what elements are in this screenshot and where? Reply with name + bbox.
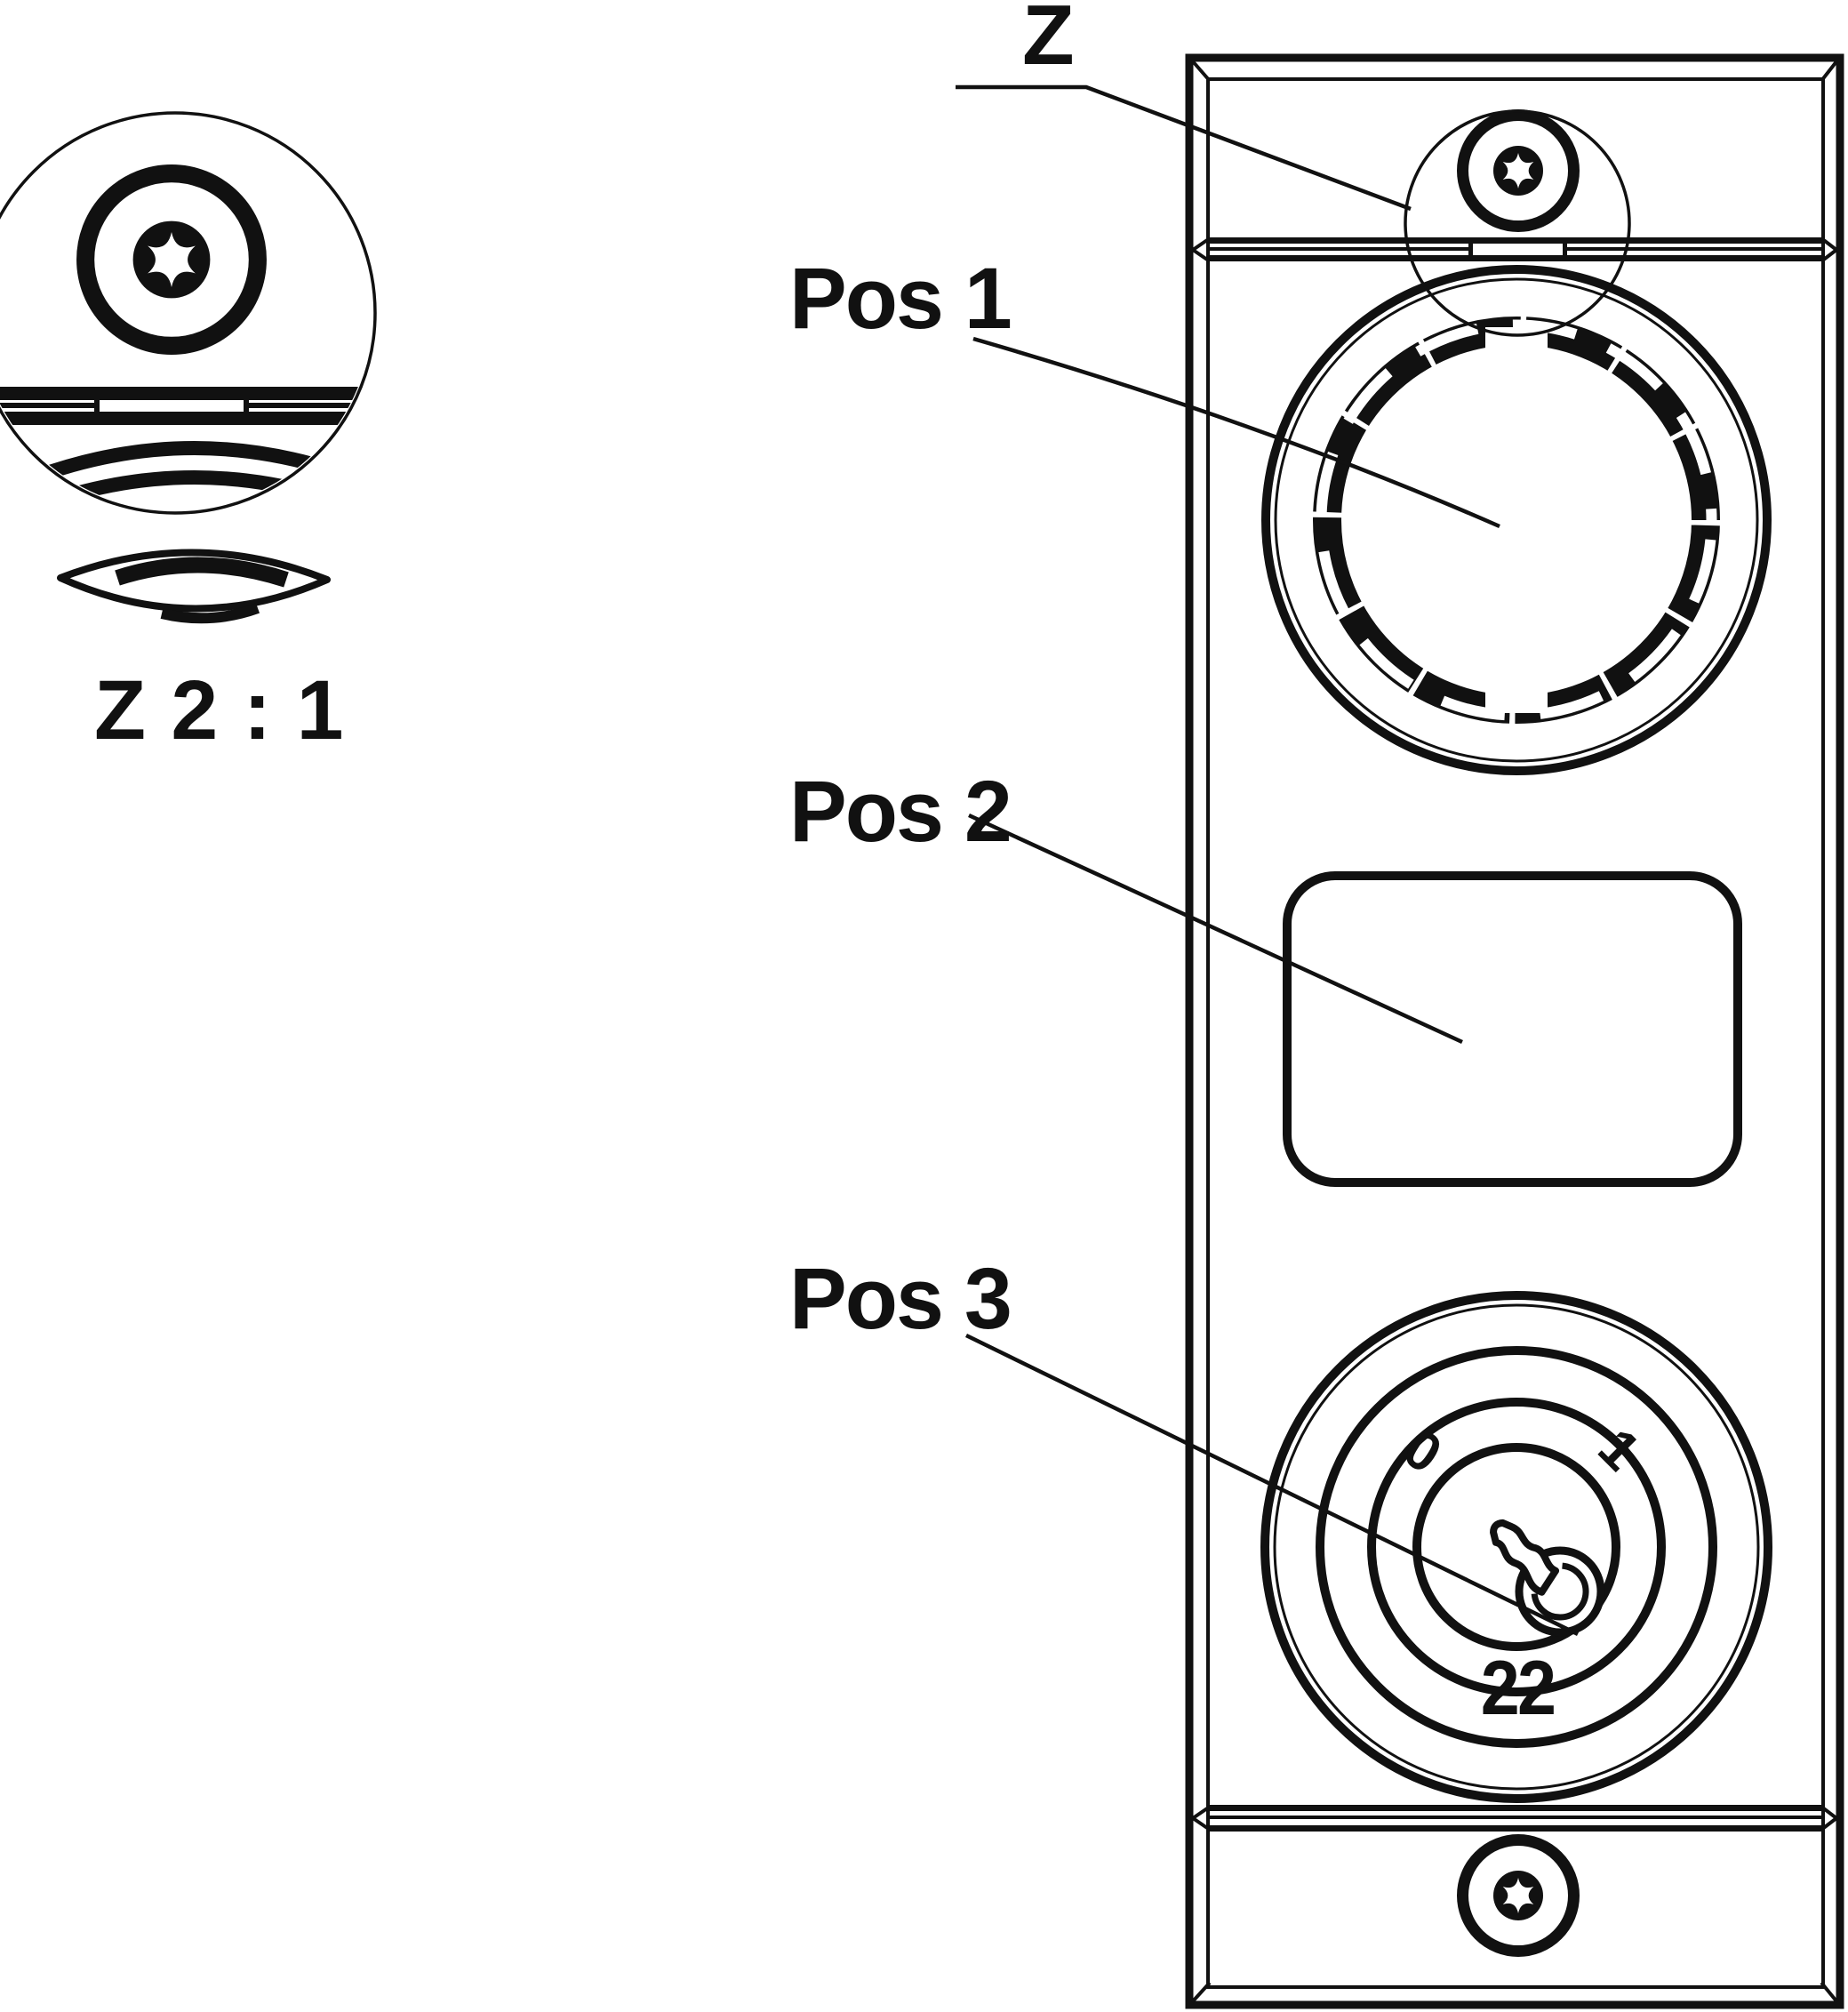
label-pos1: Pos 1	[789, 250, 1012, 347]
callout-label-z: Z	[1022, 0, 1075, 83]
detail-boundary-circle	[0, 111, 377, 515]
panel-corner-chamfers	[1190, 59, 1839, 2004]
key-switch-number-22: 22	[1480, 1646, 1556, 1731]
detail-scale-label: Z 2 : 1	[94, 663, 345, 758]
pos3-key-switch	[1260, 1291, 1772, 1803]
panel-inner-frame	[1206, 77, 1825, 1989]
detail-view-z	[0, 111, 377, 624]
leader-pos2	[968, 813, 1463, 1045]
key-icon	[1490, 1519, 1605, 1637]
leader-pos3	[965, 1333, 1579, 1637]
leader-lines	[956, 84, 1579, 1637]
leader-pos1	[972, 336, 1500, 529]
leader-z	[956, 84, 1412, 212]
label-pos2: Pos 2	[789, 763, 1012, 860]
detail-lens-shape	[57, 549, 331, 624]
pos2-display-window	[1283, 871, 1742, 1187]
label-pos3: Pos 3	[789, 1250, 1012, 1347]
pos1-button-ring	[1261, 265, 1772, 775]
detail-panel-seam	[0, 387, 372, 425]
panel-bottom-seam	[1191, 1805, 1838, 1832]
detail-ring-arcs	[0, 441, 372, 510]
torx-screw-icon-detail	[85, 173, 258, 346]
panel-faceplate	[1185, 53, 1844, 2009]
z-callout-circle	[1404, 109, 1631, 337]
panel-top-seam	[1191, 236, 1838, 263]
